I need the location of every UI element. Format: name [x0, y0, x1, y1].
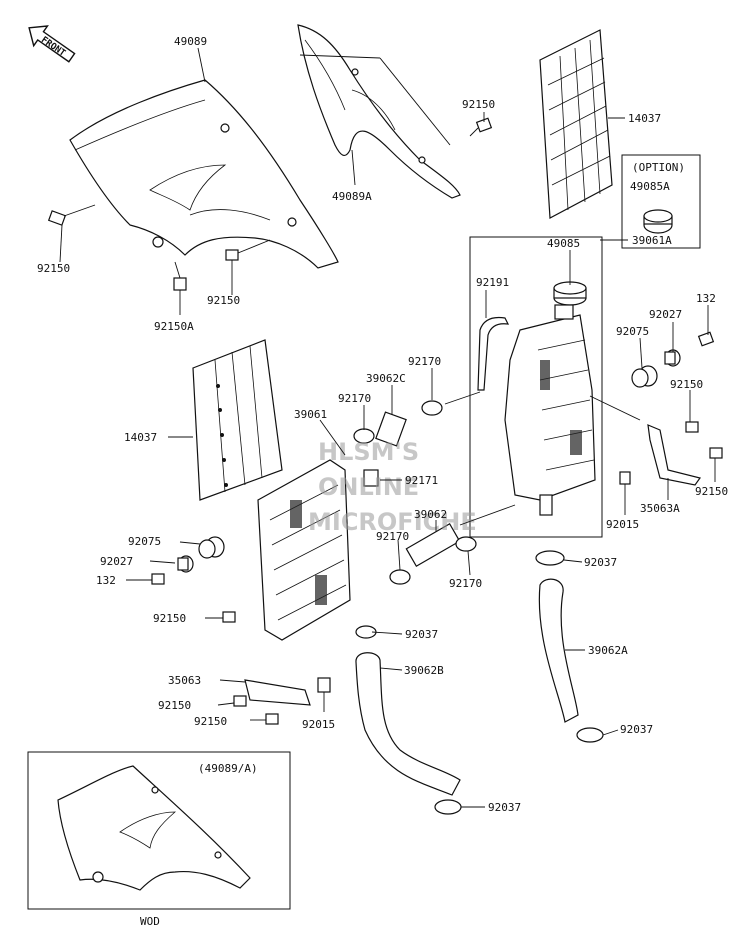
callout-92170-a: 92170: [408, 355, 441, 368]
callout-92150-l4: 92150: [194, 715, 227, 728]
front-arrow-icon: FRONT: [28, 25, 76, 63]
callout-39061: 39061: [294, 408, 327, 421]
callout-39061a: 39061A: [632, 234, 672, 247]
radiator-grille-14037-top: [539, 29, 613, 219]
radiator-grille-14037-left: [192, 339, 283, 501]
callout-92037-d: 92037: [488, 801, 521, 814]
callout-92170-b: 92170: [338, 392, 371, 405]
bracket-35063a: [647, 424, 702, 486]
callout-39062a: 39062A: [588, 644, 628, 657]
bracket-35063: [244, 679, 311, 706]
callout-92171: 92171: [405, 474, 438, 487]
hose-39062a: [538, 578, 579, 723]
callout-132-right: 132: [696, 292, 716, 305]
clip-92015-left: [317, 677, 331, 693]
callout-92015-left: 92015: [302, 718, 335, 731]
callout-92191: 92191: [476, 276, 509, 289]
clamp-92170-c: [455, 536, 477, 552]
bolt-92150-l4: [265, 713, 279, 725]
callout-92170-c: 92170: [376, 530, 409, 543]
callout-49089a: 49089A: [332, 190, 372, 203]
shroud-wod: [57, 765, 251, 891]
callout-92075-left: 92075: [128, 535, 161, 548]
callout-14037-top: 14037: [628, 112, 661, 125]
clamp-92170-a: [421, 400, 443, 416]
callout-92150-r1: 92150: [670, 378, 703, 391]
callout-39062c: 39062C: [366, 372, 406, 385]
callout-92150-top: 92150: [462, 98, 495, 111]
bolt-92150-top: [469, 117, 493, 137]
callout-49085: 49085: [547, 237, 580, 250]
callout-132-left: 132: [96, 574, 116, 587]
clamp-92037-d: [434, 799, 462, 815]
radiator-assembly-box-39061a: [469, 236, 603, 538]
callout-92027-right: 92027: [649, 308, 682, 321]
option-box: [621, 154, 701, 249]
bolt-92150-l2: [222, 611, 236, 623]
callout-92150-l2: 92150: [153, 612, 186, 625]
clamp-92037-c: [576, 727, 604, 743]
callout-92075-right: 92075: [616, 325, 649, 338]
bolt-132-right: [697, 331, 715, 347]
callout-92015-right: 92015: [606, 518, 639, 531]
callout-92037-b: 92037: [584, 556, 617, 569]
callout-35063a: 35063A: [640, 502, 680, 515]
watermark-line-2: ONLINE: [318, 473, 419, 501]
radiator-shroud-49089: [69, 79, 339, 269]
callout-49089: 49089: [174, 35, 207, 48]
grommet-92075-left: [198, 536, 225, 559]
radiator-cap-49085: [553, 281, 587, 306]
callout-92027-left: 92027: [100, 555, 133, 568]
collar-92027-right: [664, 349, 681, 367]
callout-35063: 35063: [168, 674, 201, 687]
radiator-left: [257, 459, 351, 641]
clamp-92037-b: [535, 550, 565, 566]
callout-92150-r2: 92150: [695, 485, 728, 498]
clip-92171: [363, 469, 379, 487]
hose-39062c: [375, 411, 407, 447]
watermark-line-3: MICROFICHE: [308, 508, 477, 536]
callout-92037-a: 92037: [405, 628, 438, 641]
hose-39062b: [355, 652, 461, 796]
bolt-92150-l3: [233, 695, 247, 707]
bolt-132-left: [151, 573, 165, 585]
bolt-92150-r1: [685, 421, 699, 433]
callout-92170-d: 92170: [449, 577, 482, 590]
cap-cover-49085a: [643, 209, 673, 234]
watermark-line-1: HLSM'S: [318, 438, 419, 466]
inset-box: [27, 751, 291, 910]
bolt-92150-left: [47, 204, 96, 226]
bolt-92150-mid: [225, 239, 271, 261]
option-label: (OPTION): [632, 161, 685, 174]
collar-92027-left: [177, 555, 194, 573]
breather-hose-92191: [477, 316, 510, 391]
callout-92150a: 92150A: [154, 320, 194, 333]
leader-lines: [59, 47, 716, 808]
side-cover-49089a: [297, 24, 461, 199]
grommet-92075-right: [631, 365, 658, 388]
callout-92037-c: 92037: [620, 723, 653, 736]
hose-39062: [405, 523, 461, 567]
callout-labels: 49089 49089A 92150 14037 49085A 92150 92…: [37, 35, 728, 814]
callout-92150-mid: 92150: [207, 294, 240, 307]
clip-92015-right: [619, 471, 631, 485]
bolt-92150-r2: [709, 447, 723, 459]
callout-92150-l3: 92150: [158, 699, 191, 712]
callout-39062b: 39062B: [404, 664, 444, 677]
callout-49085a: 49085A: [630, 180, 670, 193]
callout-92150-left: 92150: [37, 262, 70, 275]
callout-14037-left: 14037: [124, 431, 157, 444]
inset-label: (49089/A): [198, 762, 258, 775]
radiator-right: [504, 304, 596, 516]
callout-39062: 39062: [414, 508, 447, 521]
clamp-92170-d: [389, 569, 411, 585]
inset-caption: WOD: [140, 915, 160, 928]
bolt-92150a: [173, 261, 187, 291]
